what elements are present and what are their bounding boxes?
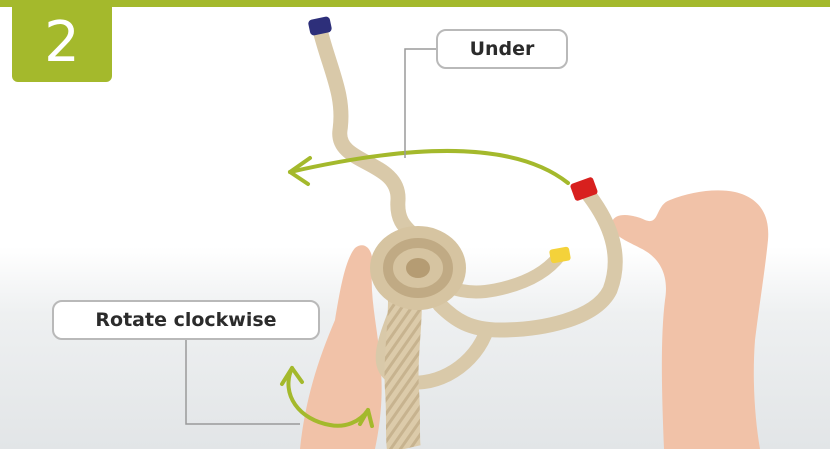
top-accent-bar (0, 0, 830, 7)
under-label-text: Under (470, 38, 535, 60)
step-number-badge: 2 (12, 4, 112, 82)
step-number: 2 (44, 15, 80, 71)
rotate-label-text: Rotate clockwise (95, 309, 276, 331)
rotate-clockwise-label: Rotate clockwise (52, 300, 320, 340)
knot-center (406, 258, 430, 278)
main-rope (402, 300, 405, 449)
under-label: Under (436, 29, 568, 69)
